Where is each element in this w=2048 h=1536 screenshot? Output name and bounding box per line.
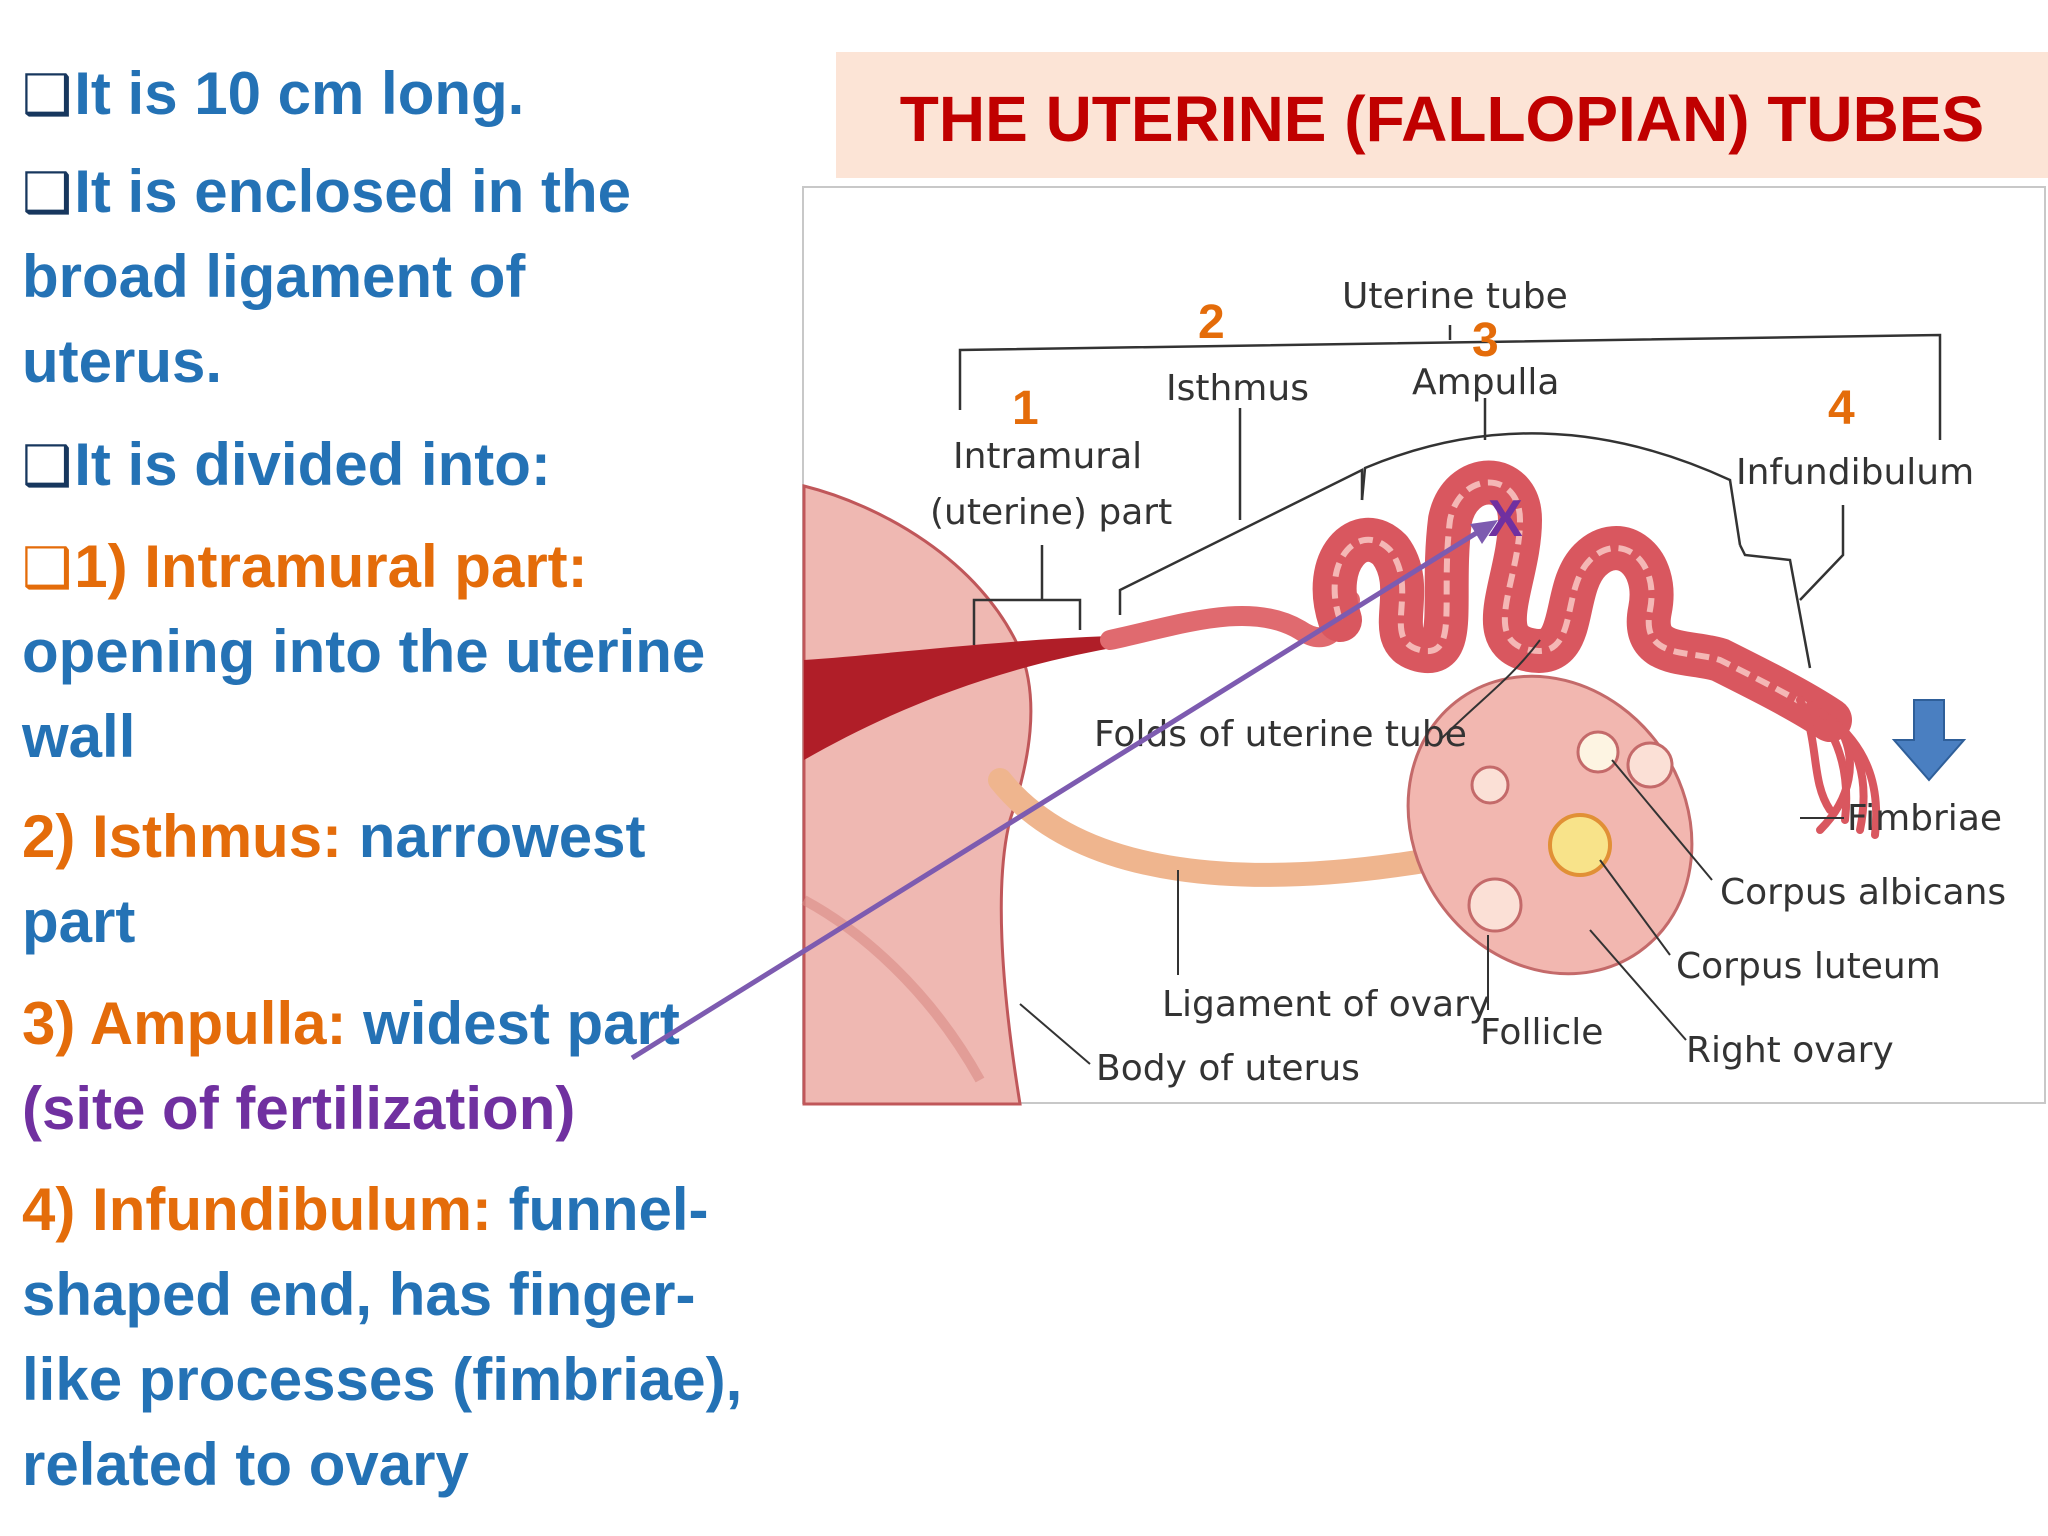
part-infundibulum-l4: related to ovary — [22, 1431, 469, 1498]
checkbox-square-icon: ❑ — [22, 536, 73, 599]
checkbox-square-icon: ❑ — [22, 63, 73, 126]
title-banner: THE UTERINE (FALLOPIAN) TUBES — [836, 52, 2048, 178]
part-ampulla: 3) Ampulla: widest part — [22, 990, 680, 1057]
part-intramural-l3: wall — [22, 703, 136, 770]
part-intramural-l2: opening into the uterine — [22, 618, 706, 685]
bullet-enclosed: ❑It is enclosed in the — [22, 158, 631, 225]
bullet-enclosed-l2: broad ligament of — [22, 243, 526, 310]
page-title: THE UTERINE (FALLOPIAN) TUBES — [899, 83, 1985, 155]
part-intramural: ❑1) Intramural part: — [22, 533, 588, 600]
part-infundibulum: 4) Infundibulum: funnel- — [22, 1176, 709, 1243]
bullet-divided: ❑It is divided into: — [22, 431, 551, 498]
checkbox-square-icon: ❑ — [22, 161, 73, 224]
bullet-enclosed-l3: uterus. — [22, 328, 223, 395]
checkbox-square-icon: ❑ — [22, 434, 73, 497]
part-isthmus-l2: part — [22, 888, 136, 955]
bullet-length: ❑It is 10 cm long. — [22, 60, 525, 127]
part-isthmus: 2) Isthmus: narrowest — [22, 803, 646, 870]
part-infundibulum-l3: like processes (fimbriae), — [22, 1346, 743, 1413]
part-infundibulum-l2: shaped end, has finger- — [22, 1261, 696, 1328]
part-ampulla-l2: (site of fertilization) — [22, 1075, 576, 1142]
diagram-frame — [802, 186, 2046, 1104]
